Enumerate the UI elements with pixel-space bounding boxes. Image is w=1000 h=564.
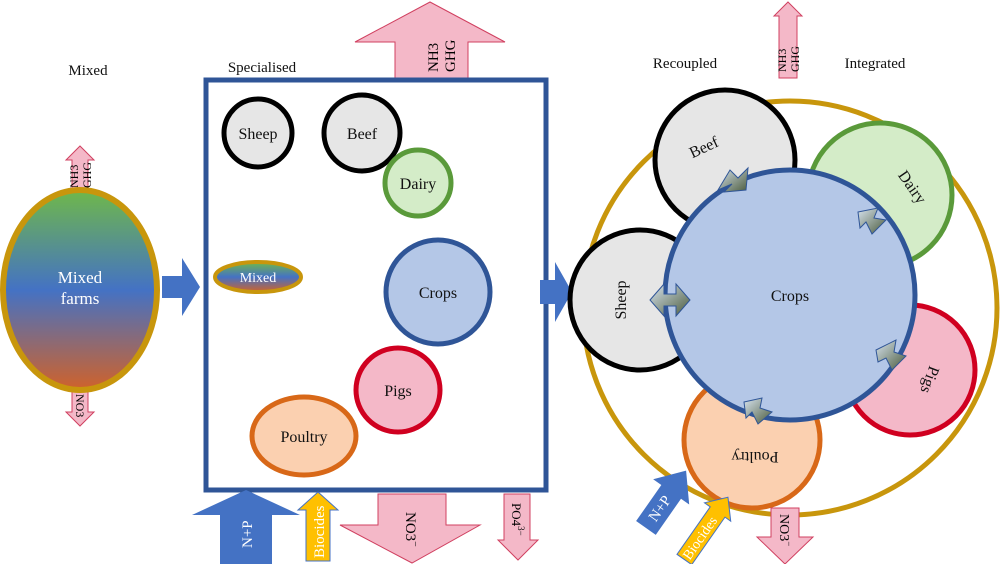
pigs-crops-exchange-icon [875, 339, 907, 371]
np-input-arrow: N+P [192, 490, 300, 564]
heading-recoupled: Recoupled [653, 56, 718, 72]
pigs-label: Pigs [384, 383, 412, 400]
heading-mixed: Mixed [68, 63, 108, 79]
crops-label: Crops [419, 285, 457, 302]
nh3-label: NH3 [67, 165, 81, 188]
ghg-label: GHG [788, 46, 802, 72]
sheep-crops-exchange-icon [649, 282, 691, 318]
int-sheep-label: Sheep [613, 280, 630, 319]
heading-integrated: Integrated [845, 56, 906, 72]
heading-specialised: Specialised [228, 60, 297, 76]
mixed-farms-label-2: farms [61, 289, 100, 308]
ghg-label: GHG [80, 162, 94, 188]
mixed-farms-label-1: Mixed [58, 268, 103, 287]
sheep-circle [221, 96, 295, 170]
ghg-label: GHG [443, 39, 459, 72]
np-label: N+P [240, 520, 256, 548]
nh3-label: NH3 [775, 49, 789, 72]
transition-arrow-1 [162, 258, 200, 316]
po4-label: PO43− [509, 503, 526, 536]
biocides-input-arrow: Biocides [296, 491, 340, 562]
nh3-label: NH3 [426, 43, 442, 72]
po4-output-arrow: PO43− [496, 493, 540, 561]
mixed-farms-circle [0, 187, 160, 393]
int-no3-output-arrow: NO3− [755, 507, 815, 564]
no3-label: NO3 [73, 394, 87, 417]
exchange-arrows [649, 166, 907, 425]
crops-circle [383, 237, 493, 347]
pigs-circle [353, 345, 443, 435]
int-poultry-label: Poultry [731, 448, 778, 465]
poultry-circle [249, 394, 359, 478]
no3-output-arrow: NO3− [339, 493, 482, 564]
int-crops-label: Crops [771, 288, 809, 305]
beef-circle [321, 92, 403, 174]
beef-label: Beef [347, 126, 378, 143]
mixed-small-label: Mixed [240, 271, 277, 286]
integrated-emission-arrow: NH3 GHG [772, 1, 804, 79]
mixed-emission-up-arrow: NH3 GHG [64, 145, 96, 193]
dairy-crops-exchange-icon [857, 207, 888, 235]
biocides-label: Biocides [312, 505, 328, 558]
mixed-small-ellipse [213, 260, 303, 294]
dairy-circle [382, 147, 454, 219]
no3-label: NO3− [402, 512, 420, 547]
mixed-no3-down-arrow: NO3 [64, 387, 96, 427]
no3-label: NO3− [776, 514, 794, 546]
sheep-label: Sheep [238, 126, 277, 143]
poultry-label: Poultry [280, 429, 327, 446]
specialised-emission-arrow: NH3 GHG [354, 1, 506, 81]
beef-crops-exchange-icon [716, 166, 749, 193]
transition-arrow-2 [540, 262, 572, 322]
dairy-label: Dairy [400, 176, 436, 193]
poultry-crops-exchange-icon [743, 397, 773, 425]
